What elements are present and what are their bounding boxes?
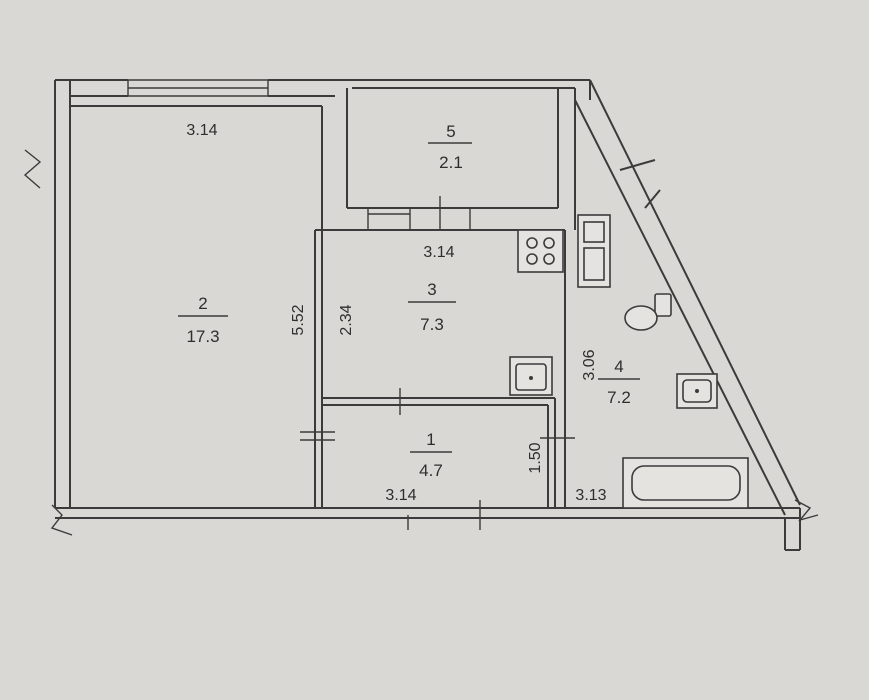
fixtures xyxy=(509,214,749,509)
outer-wall-left xyxy=(54,79,352,509)
walls xyxy=(23,79,819,551)
washer-icon xyxy=(577,214,611,288)
window-room-2 xyxy=(127,79,269,97)
diagonal-outer-wall xyxy=(574,79,801,516)
room-5-area: 2.1 xyxy=(439,153,463,172)
room-4-area: 7.2 xyxy=(607,388,631,407)
room-5-number: 5 xyxy=(446,122,455,141)
dim-room-2-height: 5.52 xyxy=(290,304,307,335)
room-3-number: 3 xyxy=(427,280,436,299)
dim-bath-bottom: 3.13 xyxy=(575,487,606,504)
room-4-number: 4 xyxy=(614,357,623,376)
dim-room-3-top: 3.14 xyxy=(423,244,454,261)
dim-room-1-bottom: 3.14 xyxy=(385,487,416,504)
room-2-area: 17.3 xyxy=(186,327,219,346)
kitchen-walls xyxy=(314,229,566,508)
room-2-top-wall xyxy=(70,95,335,230)
room-fraction-lines xyxy=(178,142,640,453)
break-marks xyxy=(23,149,819,536)
dim-room-3-height: 2.34 xyxy=(338,304,355,335)
dim-room-1-height: 1.50 xyxy=(527,442,544,473)
toilet-icon xyxy=(624,293,672,331)
bathroom-sink-icon xyxy=(676,373,718,409)
kitchen-sink-icon xyxy=(509,356,553,396)
room-1-number: 1 xyxy=(426,430,435,449)
door-marks xyxy=(300,388,575,530)
room-3-area: 7.3 xyxy=(420,315,444,334)
bottom-wall xyxy=(55,507,801,551)
room-1-area: 4.7 xyxy=(419,461,443,480)
stove-icon xyxy=(517,229,564,273)
bathtub-icon xyxy=(622,457,749,509)
dim-room-2-top: 3.14 xyxy=(186,122,217,139)
balcony-walls xyxy=(346,79,591,230)
room-2-number: 2 xyxy=(198,294,207,313)
dim-bath-height: 3.06 xyxy=(581,349,598,380)
balcony-door xyxy=(367,196,471,230)
